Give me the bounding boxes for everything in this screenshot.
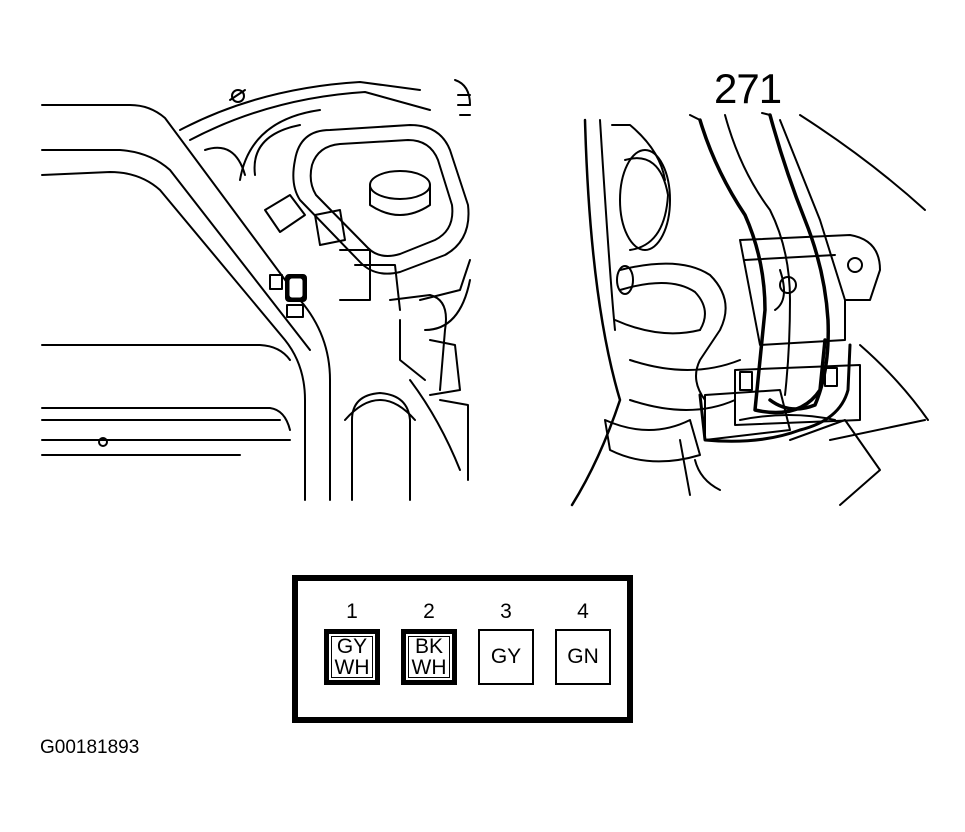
pin-2-wire-color: BK <box>414 634 443 658</box>
pin-number-1: 1 <box>346 600 358 623</box>
pin-cavity-1: GY WH <box>324 629 380 685</box>
pin-cavity-4: GN <box>555 629 611 685</box>
pin-2-tracer-color: WH <box>411 656 447 679</box>
connector-face-diagram: 1 2 3 4 GY WH BK WH GY GN <box>292 575 633 723</box>
pin-cavity-3: GY <box>478 629 534 685</box>
right-view <box>570 112 929 507</box>
pin-number-4: 4 <box>577 600 589 623</box>
pin-3-wire-color: GY <box>490 645 522 669</box>
pin-number-2: 2 <box>423 600 435 623</box>
pin-number-3: 3 <box>500 600 512 623</box>
figure-id: G00181893 <box>40 737 140 758</box>
left-view <box>41 79 471 501</box>
pin-cavity-2: BK WH <box>401 629 457 685</box>
pin-4-wire-color: GN <box>567 645 599 669</box>
pin-1-tracer-color: WH <box>334 656 370 679</box>
callout-label: 271 <box>714 65 782 112</box>
pin-1-wire-color: GY <box>336 634 368 658</box>
